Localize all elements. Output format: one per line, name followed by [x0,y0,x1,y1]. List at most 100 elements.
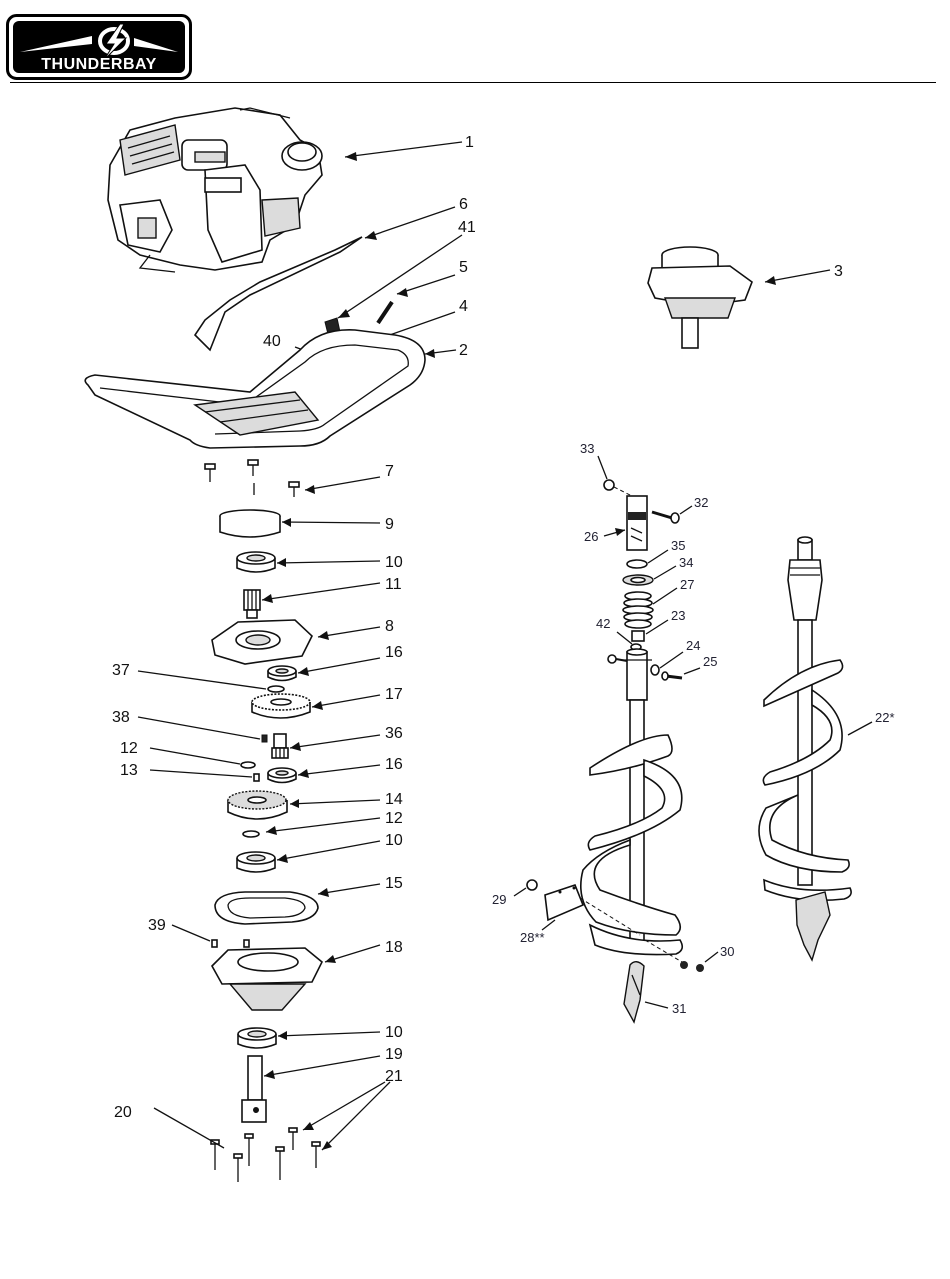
leader-11 [262,583,380,600]
leader-32 [680,506,692,514]
leader-24 [660,652,683,668]
nut-part-30 [680,961,688,969]
leader-34 [654,566,676,579]
callout-26: 26 [584,529,598,544]
callout-1: 1 [465,134,474,151]
bolts-part-7 [205,460,299,497]
callout-41: 41 [458,219,476,236]
clip-part-12-bottom [243,831,259,837]
callout-22: 22* [875,710,895,725]
leader-1 [345,142,462,157]
bearing-part-16-bottom [268,768,296,783]
callout-40: 40 [263,333,281,350]
leader-21a [303,1082,385,1130]
gear-part-17 [252,694,310,718]
callout-9: 9 [385,516,394,533]
leader-36 [290,735,380,748]
leader-9 [282,522,380,523]
leader-17 [312,695,380,707]
callout-33: 33 [580,441,594,456]
leader-35 [648,550,668,563]
washer-part-34 [623,575,653,585]
leader-10a [277,561,380,563]
bearing-part-10-middle [237,852,275,872]
leader-41 [338,235,462,318]
leader-31 [645,1002,668,1008]
bearing-part-10-bottom [238,1028,276,1048]
bearing-part-10-top [237,552,275,572]
clip-part-12-top [241,762,255,768]
callout-16-bottom: 16 [385,756,403,773]
leader-13 [150,770,252,777]
callout-14: 14 [385,791,403,808]
pin-part-13 [254,774,259,781]
callout-35: 35 [671,538,685,553]
washer-part-37 [268,686,284,692]
callout-29: 29 [492,892,506,907]
leader-19 [264,1056,380,1076]
nut-part-33 [604,480,614,490]
callout-2: 2 [459,342,468,359]
assembled-auger-part-22 [759,537,851,960]
callout-11: 11 [385,576,402,593]
callout-21: 21 [385,1068,403,1085]
leader-6 [365,207,455,238]
leader-22 [848,722,872,735]
leader-21b [322,1082,390,1150]
leader-27 [653,588,677,604]
callout-15: 15 [385,875,403,892]
callout-3: 3 [834,263,843,280]
callout-13: 13 [120,762,138,779]
callout-38: 38 [112,709,130,726]
gear-housing-part-3 [648,247,752,348]
leader-7 [305,477,380,490]
callout-36: 36 [385,725,403,742]
leader-12b [266,818,380,832]
spring-part-27 [623,592,653,628]
auger-part [581,649,682,955]
gasket-part-15 [215,892,318,924]
leader-42 [617,632,632,644]
callout-12-bottom: 12 [385,810,403,827]
shaft-part-36 [272,734,288,758]
callout-17: 17 [385,686,403,703]
leader-16a [298,658,380,673]
bearing-part-16-top [268,666,296,681]
lower-housing-part-18 [212,948,322,1010]
callout-23: 23 [671,608,685,623]
callout-10-middle: 10 [385,832,403,849]
callout-20: 20 [114,1104,132,1121]
callout-12-top: 12 [120,740,138,757]
leader-37 [138,671,266,689]
bolts-part-20-21 [211,1128,320,1182]
leader-28 [542,920,555,930]
callout-16-top: 16 [385,644,403,661]
screw-part-5 [378,302,392,323]
sleeve-part-23 [632,631,644,641]
callout-37: 37 [112,662,130,679]
leader-25 [684,668,700,674]
leader-12a [150,748,240,764]
point-part-31 [624,962,644,1022]
callout-18: 18 [385,939,403,956]
pinion-part-11 [244,590,260,618]
callout-42: 42 [596,616,610,631]
ring-part-35 [627,560,647,568]
callout-8: 8 [385,618,394,635]
callout-39: 39 [148,917,166,934]
callout-24: 24 [686,638,700,653]
handle-part-2 [85,330,425,448]
key-part-38 [262,735,267,742]
callout-25: 25 [703,654,717,669]
leader-20 [154,1108,224,1148]
callout-30: 30 [720,944,734,959]
callout-10-bottom: 10 [385,1024,403,1041]
callout-19: 19 [385,1046,403,1063]
leader-30 [705,952,718,962]
callout-31: 31 [672,1001,686,1016]
callout-32: 32 [694,495,708,510]
sleeve-part-9 [220,510,280,537]
callout-27: 27 [680,577,694,592]
callout-6: 6 [459,196,468,213]
